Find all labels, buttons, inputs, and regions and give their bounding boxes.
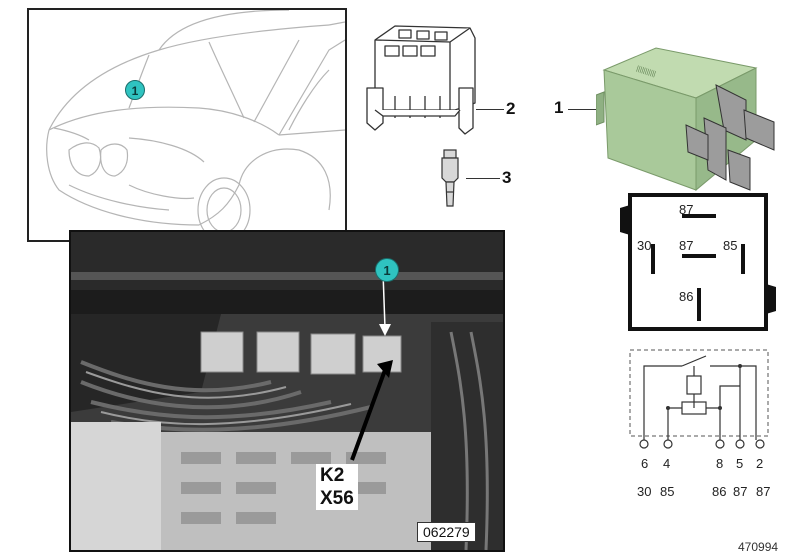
callout-2: 2 xyxy=(506,99,516,118)
relay-pin-diagram xyxy=(620,193,776,331)
terminal-label-4: 4 xyxy=(663,456,671,471)
photo-label-k2: K2 xyxy=(316,464,358,487)
callout-line-1 xyxy=(568,109,602,110)
function-label-87-a: 87 xyxy=(733,484,748,499)
function-label-87-b: 87 xyxy=(756,484,771,499)
pin-label-center-87: 87 xyxy=(679,238,694,253)
terminal-drawing xyxy=(441,149,459,207)
pin-label-85: 85 xyxy=(723,238,738,253)
car-location-frame: 1 xyxy=(27,8,347,242)
callout-line-2 xyxy=(476,109,504,110)
callout-3: 3 xyxy=(502,168,512,187)
diagram-number: 470994 xyxy=(738,540,779,554)
pin-label-30: 30 xyxy=(637,238,652,253)
terminal-label-5: 5 xyxy=(736,456,744,471)
callout-line-3 xyxy=(466,178,500,179)
relay-schematic xyxy=(629,349,769,449)
relay-drawing: ||||||||||| xyxy=(596,47,775,192)
connector-housing-drawing xyxy=(366,25,476,135)
terminal-label-6: 6 xyxy=(641,456,649,471)
function-label-30: 30 xyxy=(637,484,652,499)
car-front-drawing xyxy=(46,10,345,240)
terminal-label-2: 2 xyxy=(756,456,764,471)
callout-1: 1 xyxy=(554,98,564,117)
location-photo: 1 K2 X56 062279 xyxy=(69,230,505,552)
photo-label: K2 X56 xyxy=(316,464,358,510)
car-location-badge: 1 xyxy=(125,80,145,100)
function-label-86: 86 xyxy=(712,484,727,499)
pin-label-86: 86 xyxy=(679,289,694,304)
photo-location-badge: 1 xyxy=(375,258,399,282)
function-label-85: 85 xyxy=(660,484,675,499)
photo-image-code: 062279 xyxy=(417,522,476,542)
pin-label-top-87: 87 xyxy=(679,202,694,217)
photo-label-x56: X56 xyxy=(316,487,358,510)
photo-illustration xyxy=(71,232,503,550)
terminal-label-8: 8 xyxy=(716,456,724,471)
